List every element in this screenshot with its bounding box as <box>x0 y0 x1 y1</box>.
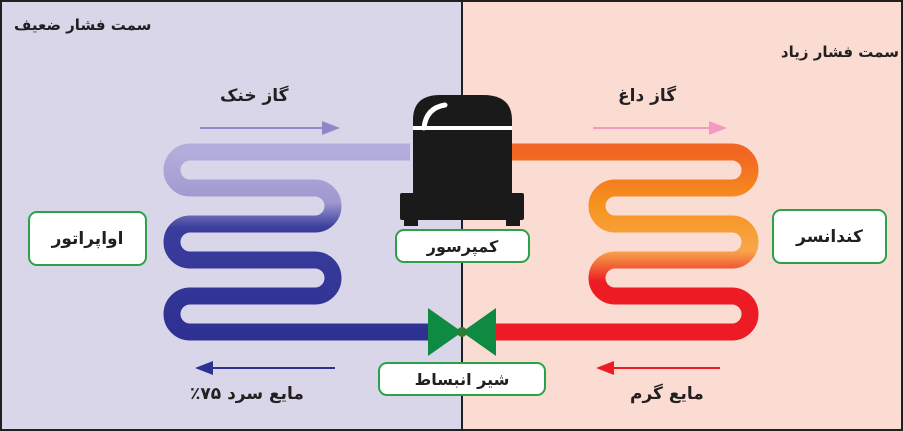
low-pressure-side-label: سمت فشار ضعیف <box>14 16 152 34</box>
cool-gas-label: گاز خنک <box>220 86 289 106</box>
evaporator-label: اواپراتور <box>28 211 147 266</box>
compressor-icon <box>400 95 524 226</box>
expansion-valve-label: شیر انبساط <box>378 362 546 396</box>
expansion-valve-icon <box>428 308 496 356</box>
warm-liquid-arrow-icon <box>596 361 720 375</box>
evaporator-coil <box>163 143 430 341</box>
high-pressure-side-label: سمت فشار زیاد <box>780 43 899 61</box>
hot-gas-arrow-icon <box>593 121 727 135</box>
condenser-coil <box>495 143 759 341</box>
cool-gas-arrow-icon <box>200 121 340 135</box>
warm-liquid-label: مایع گرم <box>630 384 704 404</box>
hot-gas-label: گاز داغ <box>618 86 677 106</box>
cold-liquid-label: مایع سرد ۷۵٪ <box>190 384 304 404</box>
condenser-label: کندانسر <box>772 209 887 264</box>
compressor-label: کمپرسور <box>395 229 530 263</box>
cold-liquid-arrow-icon <box>195 361 335 375</box>
